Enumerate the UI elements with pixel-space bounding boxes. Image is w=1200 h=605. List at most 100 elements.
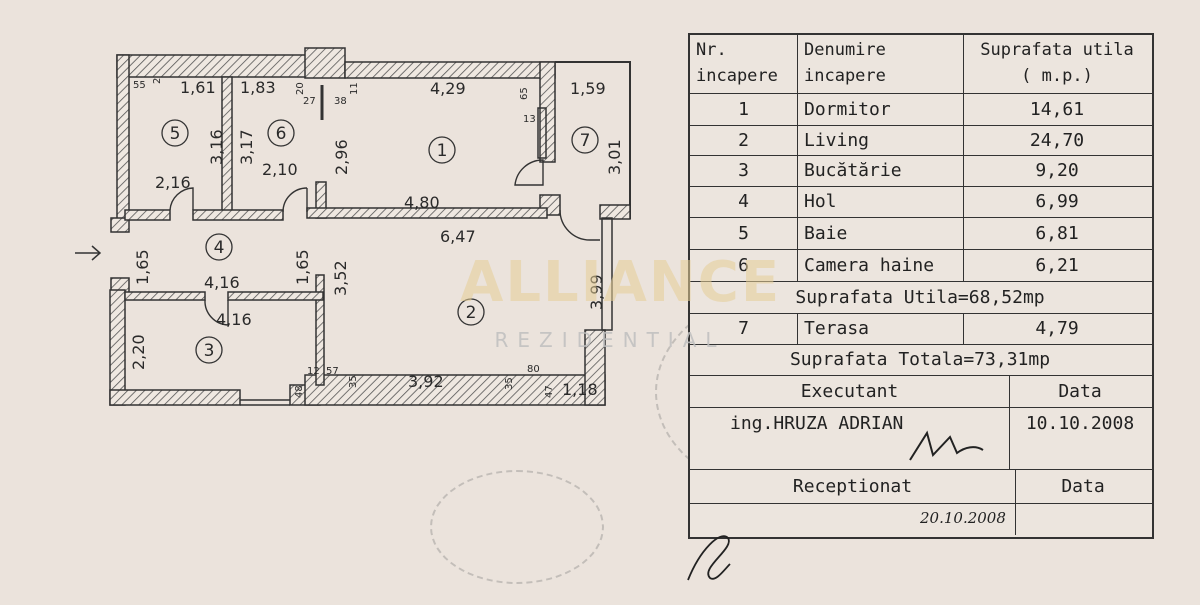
entrance-arrow-icon [75, 245, 102, 261]
table-row: 5 Baie 6,81 [690, 217, 1152, 250]
dim-label: 4,29 [430, 79, 466, 98]
executant-label: Executant [690, 375, 1010, 407]
dim-label: 4,16 [216, 310, 252, 329]
dim-label: 2,20 [129, 334, 148, 370]
room-7-label: 7 [580, 131, 591, 151]
header-room-name: Denumire incapere [798, 35, 964, 93]
dim-label: 1,83 [240, 78, 276, 97]
dim-label: 1,18 [562, 380, 598, 399]
room-4-label: 4 [214, 238, 225, 258]
received-label: Receptionat [690, 469, 1016, 503]
thickness-label: 35 [504, 377, 515, 390]
thickness-label: 48 [294, 385, 305, 398]
thickness-label: 2 [152, 78, 163, 84]
table-row: 4 Hol 6,99 [690, 186, 1152, 218]
wall-thickness-labels: 55 2 20 27 38 11 65 13 12 57 48 35 35 80… [133, 78, 555, 398]
dim-label: 3,01 [605, 139, 624, 175]
dim-label: 2,10 [262, 160, 298, 179]
room-number: 5 [690, 217, 798, 249]
room-area: 4,79 [1035, 318, 1079, 339]
useful-area-total: Suprafata Utila=68,52mp [795, 286, 1045, 308]
room-2-label: 2 [466, 303, 477, 323]
thickness-label: 57 [326, 366, 339, 377]
table-row: 2 Living 24,70 [690, 125, 1152, 156]
room-area: 14,61 [1029, 98, 1085, 120]
executant-date-label: Data [1058, 380, 1102, 402]
room-number: 7 [690, 313, 798, 344]
room-markers: 1 2 3 4 5 6 7 [161, 119, 599, 364]
table-row: 1 Dormitor 14,61 [690, 93, 1152, 126]
thickness-label: 12 [307, 366, 320, 377]
room-area: 6,99 [1035, 191, 1079, 212]
room-6-label: 6 [276, 124, 287, 144]
room-name: Bucătărie [798, 155, 964, 186]
terrace-outline [537, 61, 631, 331]
room-area: 9,20 [1035, 160, 1079, 181]
room-name: Camera haine [798, 249, 964, 281]
dim-label: 3,99 [587, 274, 606, 310]
dim-label: 1,61 [180, 78, 216, 97]
dim-label: 1,65 [293, 249, 312, 285]
dim-label: 2,96 [332, 139, 351, 175]
executant-row: ing.HRUZA ADRIAN 10.10.2008 [690, 407, 1152, 470]
room-number: 4 [690, 186, 798, 217]
table-row: 3 Bucătărie 9,20 [690, 155, 1152, 187]
thickness-label: 11 [349, 82, 360, 95]
received-row: 20.10.2008 [690, 503, 1152, 535]
receiver-signature [687, 535, 731, 581]
header-room-area: Suprafata utila ( m.p.) [980, 40, 1134, 86]
thickness-label: 38 [334, 96, 347, 107]
room-3-label: 3 [204, 341, 215, 361]
room-area-table: Nr. incapere Denumire incapere Suprafata… [688, 33, 1154, 539]
dim-label: 6,47 [440, 227, 476, 246]
room-1-label: 1 [437, 141, 448, 161]
dim-label: 3,92 [408, 372, 444, 391]
doors [169, 159, 600, 326]
room-number: 1 [690, 93, 798, 125]
room-5-label: 5 [170, 124, 181, 144]
dim-label: 3,16 [207, 129, 226, 165]
executant-header-row: Executant Data [690, 375, 1152, 408]
table-row: 7 Terasa 4,79 [690, 313, 1152, 345]
total-area: Suprafata Totala=73,31mp [789, 349, 1051, 370]
received-header-row: Receptionat Data [690, 469, 1152, 504]
total-area-row: Suprafata Totala=73,31mp [690, 344, 1152, 376]
table-header-row: Nr. incapere Denumire incapere Suprafata… [690, 35, 1152, 94]
thickness-label: 80 [527, 364, 540, 375]
internal-walls [124, 76, 548, 406]
table-row: 6 Camera haine 6,21 [690, 249, 1152, 282]
thickness-label: 65 [519, 87, 530, 100]
room-name: Dormitor [798, 93, 964, 125]
useful-area-total-row: Suprafata Utila=68,52mp [690, 281, 1152, 314]
dim-label: 1,65 [133, 249, 152, 285]
room-number: 3 [690, 155, 798, 186]
thickness-label: 13 [523, 114, 536, 125]
dim-label: 4,16 [204, 273, 240, 292]
received-date-label: Data [1061, 475, 1105, 497]
received-date-handwritten: 20.10.2008 [920, 509, 1006, 527]
room-name: Baie [798, 217, 964, 249]
received-date-cell [1016, 503, 1150, 535]
executant-date: 10.10.2008 [1025, 413, 1135, 434]
thickness-label: 27 [303, 96, 316, 107]
thickness-label: 55 [133, 80, 146, 91]
room-area: 6,81 [1035, 222, 1079, 244]
executant-name: ing.HRUZA ADRIAN [690, 407, 1010, 469]
executant-signature [909, 430, 984, 461]
received-signature-cell: 20.10.2008 [690, 503, 1016, 535]
room-name: Living [798, 125, 964, 155]
room-number: 6 [690, 249, 798, 281]
header-room-number: Nr. incapere [690, 35, 798, 93]
room-area: 24,70 [1029, 129, 1085, 151]
dim-label: 3,17 [237, 129, 256, 165]
room-name: Terasa [798, 313, 964, 344]
floor-plan: 1 2 3 4 5 6 7 1,61 1,83 4,29 1,59 2,16 2… [75, 47, 631, 406]
room-name: Hol [798, 186, 964, 217]
thickness-label: 20 [295, 82, 306, 95]
dimension-labels: 1,61 1,83 4,29 1,59 2,16 2,10 4,80 6,47 … [129, 78, 624, 399]
thickness-label: 47 [544, 385, 555, 398]
dim-label: 4,80 [404, 193, 440, 212]
room-area: 6,21 [1035, 254, 1079, 276]
dim-label: 3,52 [331, 260, 350, 296]
dim-label: 1,59 [570, 79, 606, 98]
